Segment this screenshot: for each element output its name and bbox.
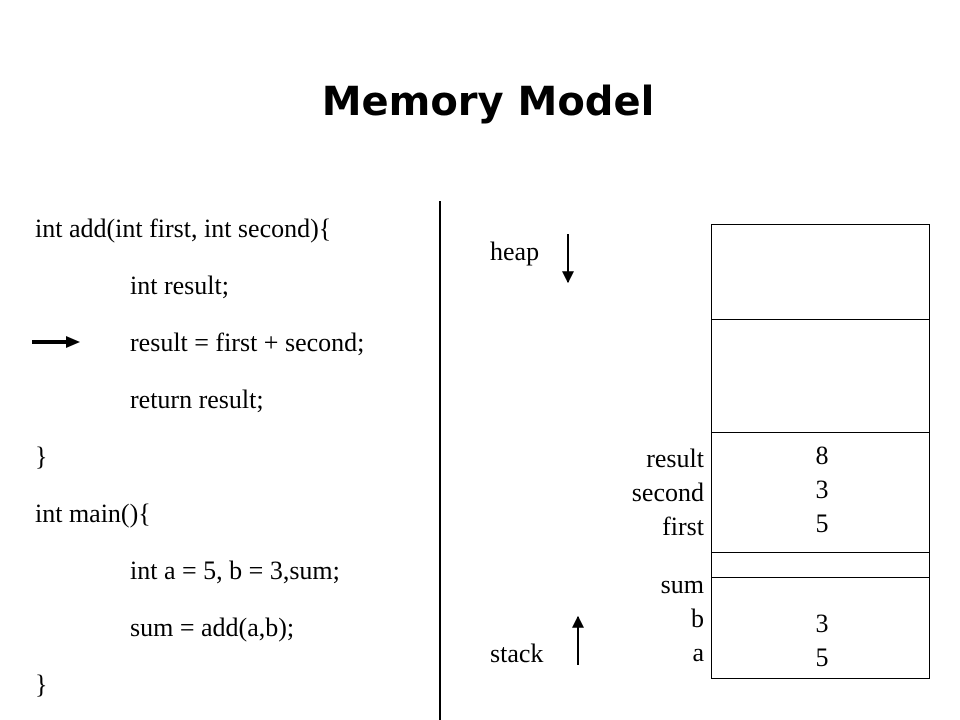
code-line: int add(int first, int second){ <box>35 214 332 243</box>
variable-name: sum <box>660 570 704 599</box>
code-line: int main(){ <box>35 499 151 528</box>
divider-line <box>439 201 441 720</box>
variable-name: first <box>662 512 704 541</box>
code-line: sum = add(a,b); <box>130 613 295 642</box>
main-stack-frame <box>711 577 930 679</box>
heap-region <box>711 224 930 320</box>
variable-value: 8 <box>815 441 829 470</box>
variable-value: 3 <box>815 475 829 504</box>
code-line: int a = 5, b = 3,sum; <box>130 556 340 585</box>
stack-label: stack <box>490 639 544 668</box>
variable-name: a <box>692 638 704 667</box>
heap-label: heap <box>490 237 540 266</box>
code-line: return result; <box>130 385 264 414</box>
variable-name: result <box>646 444 704 473</box>
variable-name: second <box>631 478 704 507</box>
add-stack-frame <box>711 432 930 553</box>
frame-separator <box>711 552 930 578</box>
page-title: Memory Model <box>321 79 655 125</box>
free-region <box>711 319 930 433</box>
code-line: result = first + second; <box>130 328 365 357</box>
variable-name: b <box>691 604 704 633</box>
variable-value: 3 <box>815 609 829 638</box>
variable-value: 5 <box>815 643 829 672</box>
code-line: int result; <box>130 271 229 300</box>
code-line: } <box>35 442 48 471</box>
current-line-arrow-icon <box>32 336 80 348</box>
variable-value: 5 <box>815 509 829 538</box>
code-line: } <box>35 670 48 699</box>
